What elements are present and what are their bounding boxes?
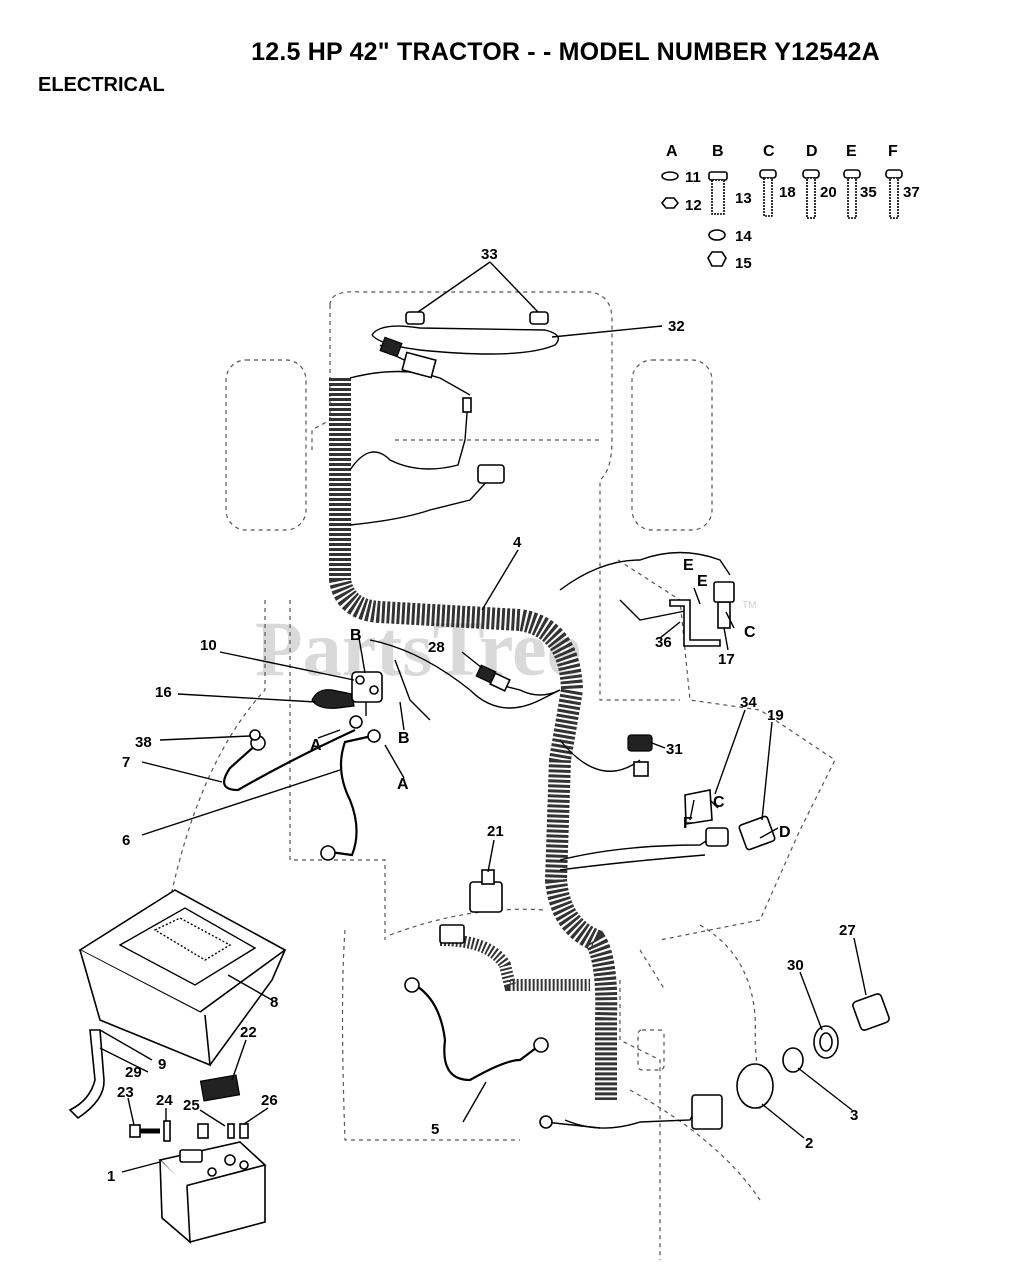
part-label-22: 22 (240, 1024, 257, 1041)
hardware-header-c: C (763, 143, 775, 160)
part-label-18: 18 (779, 184, 796, 201)
part-label-24: 24 (156, 1092, 173, 1109)
callout-b-2: B (398, 730, 410, 747)
callout-d-1: D (779, 824, 791, 841)
hardware-header-e: E (846, 143, 857, 160)
callout-a-1: A (310, 737, 322, 754)
battery (158, 1141, 267, 1244)
part-label-15: 15 (735, 255, 752, 272)
tractor-outline (169, 291, 836, 1260)
part-label-7: 7 (122, 754, 130, 771)
callout-letters: A A B B C C D E E F (310, 557, 791, 841)
section-heading: ELECTRICAL (38, 74, 165, 96)
leader-lines (99, 261, 867, 1173)
callout-c-1: C (744, 624, 756, 641)
part-label-32: 32 (668, 318, 685, 335)
part-label-33: 33 (481, 246, 498, 263)
part-label-38: 38 (135, 734, 152, 751)
part-label-27: 27 (839, 922, 856, 939)
part-label-17: 17 (718, 651, 735, 668)
part-label-37: 37 (903, 184, 920, 201)
callout-f-1: F (683, 815, 693, 832)
part-label-20: 20 (820, 184, 837, 201)
part-label-2: 2 (805, 1135, 813, 1152)
hardware-header-b: B (712, 143, 724, 160)
part-label-8: 8 (270, 994, 278, 1011)
part-label-4: 4 (513, 534, 522, 551)
part-label-25: 25 (183, 1097, 200, 1114)
callout-c-2: C (713, 794, 725, 811)
hardware-key: A B C D E F (660, 143, 903, 267)
part-label-21: 21 (487, 823, 504, 840)
callout-e-2: E (697, 573, 708, 590)
hardware-header-d: D (806, 143, 818, 160)
callout-e-1: E (683, 557, 694, 574)
part-label-3: 3 (850, 1107, 858, 1124)
part-label-35: 35 (860, 184, 877, 201)
part-label-10: 10 (200, 637, 217, 654)
part-label-12: 12 (685, 197, 702, 214)
part-label-14: 14 (735, 228, 752, 245)
battery-tray (78, 889, 287, 1067)
part-label-28: 28 (428, 639, 445, 656)
part-label-34: 34 (740, 694, 757, 711)
part-label-13: 13 (735, 190, 752, 207)
part-label-19: 19 (767, 707, 784, 724)
part-label-30: 30 (787, 957, 804, 974)
part-label-1: 1 (107, 1168, 115, 1185)
part-label-5: 5 (431, 1121, 439, 1138)
hardware-header-a: A (666, 143, 678, 160)
watermark-tm: TM (742, 600, 756, 611)
part-label-31: 31 (666, 741, 683, 758)
part-label-29: 29 (125, 1064, 142, 1081)
part-label-9: 9 (158, 1056, 166, 1073)
part-label-11: 11 (685, 169, 701, 186)
part-label-26: 26 (261, 1092, 278, 1109)
part-label-23: 23 (117, 1084, 134, 1101)
callout-a-2: A (397, 776, 409, 793)
part-labels: 1 2 3 4 5 6 7 8 9 10 11 12 13 14 15 16 1… (107, 169, 920, 1185)
part-label-36: 36 (655, 634, 672, 651)
part-label-16: 16 (155, 684, 172, 701)
callout-b-1: B (350, 627, 362, 644)
part-label-6: 6 (122, 832, 130, 849)
hardware-header-f: F (888, 143, 898, 160)
page-title: 12.5 HP 42" TRACTOR - - MODEL NUMBER Y12… (251, 38, 880, 66)
